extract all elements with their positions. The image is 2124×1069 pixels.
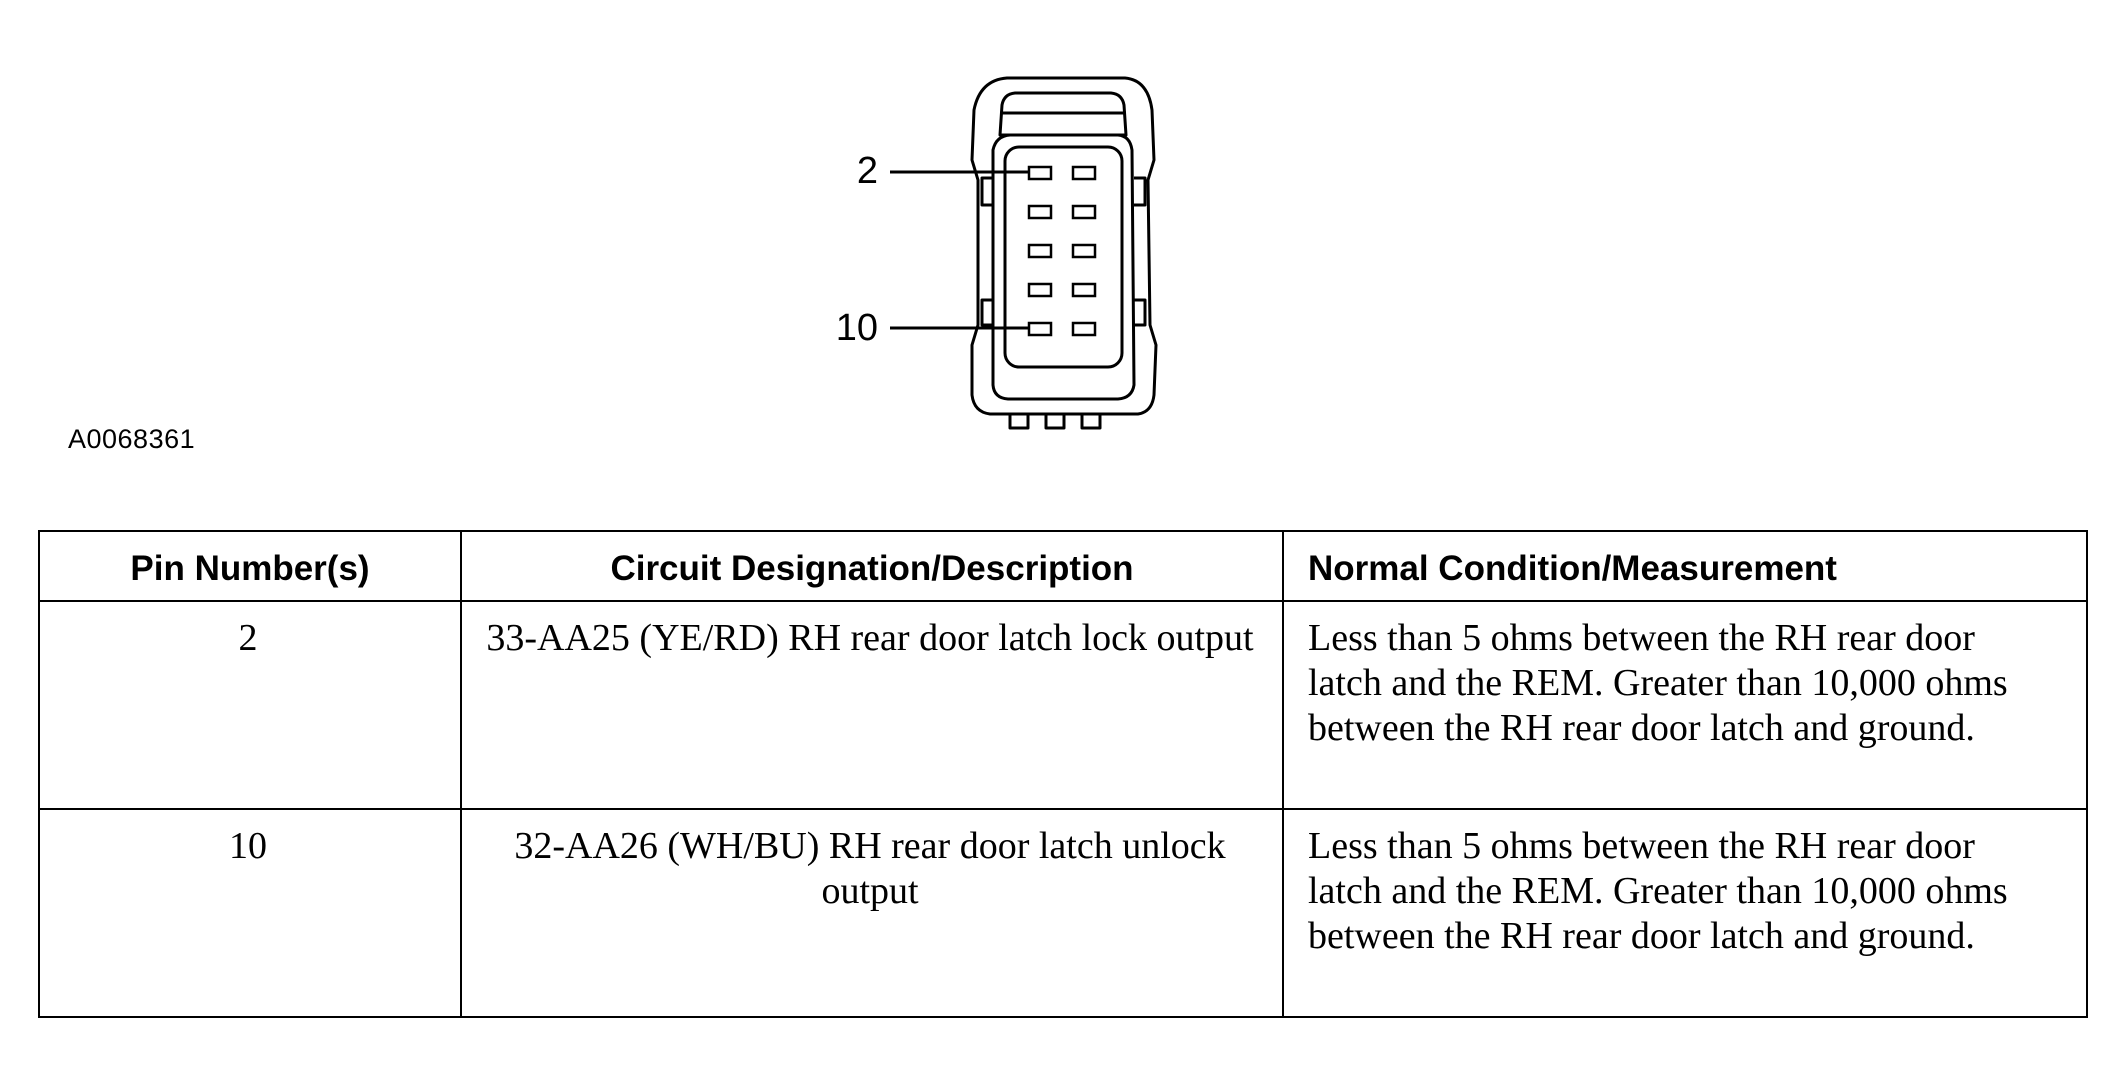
connector-latch-tab bbox=[998, 91, 1128, 137]
pin-terminal bbox=[1027, 321, 1053, 337]
connector-diagram: 2 10 bbox=[836, 76, 1158, 430]
pin-terminal bbox=[1027, 243, 1053, 259]
pin-terminal bbox=[1071, 165, 1097, 181]
pin-terminal bbox=[1071, 204, 1097, 220]
connector-side-key-right bbox=[1134, 176, 1147, 207]
cell-condition: Less than 5 ohms between the RH rear doo… bbox=[1282, 808, 2088, 1018]
connector-inner-shell bbox=[991, 133, 1136, 401]
pin-table: Pin Number(s) Circuit Designation/Descri… bbox=[38, 530, 2088, 1018]
cell-circuit: 32-AA26 (WH/BU) RH rear door latch unloc… bbox=[460, 808, 1284, 1018]
callout-label-pin-10: 10 bbox=[836, 307, 878, 349]
cell-pin-number: 2 bbox=[38, 600, 462, 810]
pin-grid bbox=[1027, 165, 1097, 337]
header-circuit: Circuit Designation/Description bbox=[460, 530, 1284, 602]
table-header-row: Pin Number(s) Circuit Designation/Descri… bbox=[38, 530, 2088, 602]
figure-id: A0068361 bbox=[68, 424, 196, 454]
connector-side-key-left bbox=[980, 176, 993, 207]
header-condition: Normal Condition/Measurement bbox=[1282, 530, 2088, 602]
connector-bottom-tab bbox=[1008, 412, 1030, 430]
callout-label-pin-2: 2 bbox=[857, 150, 878, 192]
table-row: 10 32-AA26 (WH/BU) RH rear door latch un… bbox=[38, 808, 2088, 1018]
pin-terminal bbox=[1071, 243, 1097, 259]
pin-terminal bbox=[1071, 282, 1097, 298]
table-row: 2 33-AA25 (YE/RD) RH rear door latch loc… bbox=[38, 600, 2088, 810]
connector-housing-outline bbox=[970, 76, 1158, 416]
cell-circuit: 33-AA25 (YE/RD) RH rear door latch lock … bbox=[460, 600, 1284, 810]
pin-terminal bbox=[1027, 165, 1053, 181]
pin-terminal bbox=[1071, 321, 1097, 337]
cell-pin-number: 10 bbox=[38, 808, 462, 1018]
header-pin-number: Pin Number(s) bbox=[38, 530, 462, 602]
cell-condition: Less than 5 ohms between the RH rear doo… bbox=[1282, 600, 2088, 810]
pin-terminal bbox=[1027, 282, 1053, 298]
pin-terminal bbox=[1027, 204, 1053, 220]
pin-cavity-frame bbox=[1003, 145, 1124, 369]
